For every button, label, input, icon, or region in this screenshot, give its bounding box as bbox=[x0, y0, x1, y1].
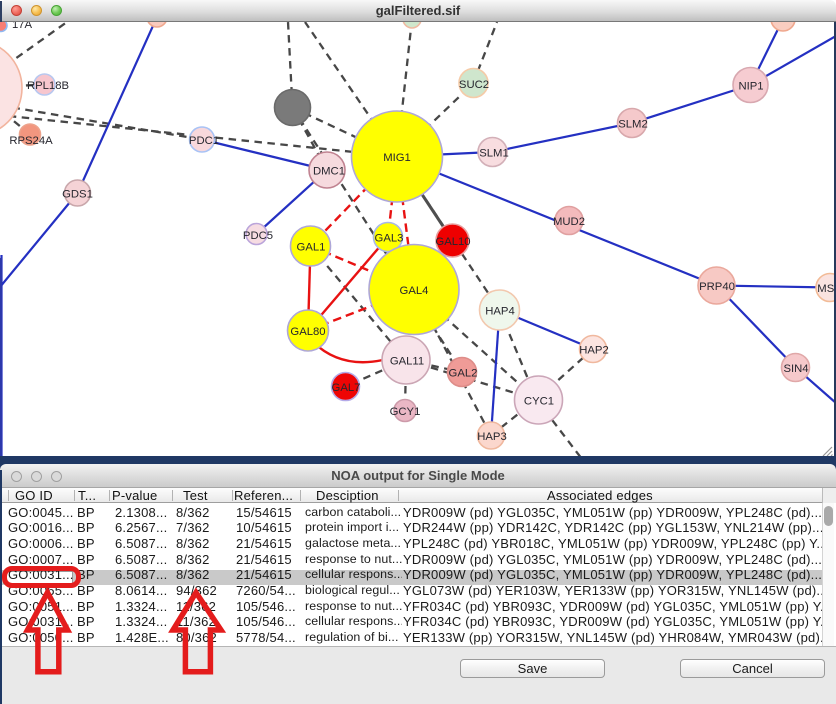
svg-text:GAL80: GAL80 bbox=[290, 326, 325, 338]
svg-text:RPL18B: RPL18B bbox=[27, 80, 69, 92]
svg-text:MUD2: MUD2 bbox=[553, 216, 585, 228]
svg-text:GCY1: GCY1 bbox=[390, 406, 421, 418]
svg-text:GAL4: GAL4 bbox=[400, 285, 429, 297]
svg-text:HAP2: HAP2 bbox=[579, 345, 609, 357]
svg-text:HAP3: HAP3 bbox=[477, 431, 507, 443]
svg-text:GDS1: GDS1 bbox=[62, 189, 93, 201]
svg-text:PDC5: PDC5 bbox=[243, 230, 273, 242]
svg-text:17A: 17A bbox=[12, 22, 33, 31]
svg-text:SLM2: SLM2 bbox=[618, 119, 648, 131]
svg-text:SLM1: SLM1 bbox=[479, 148, 509, 160]
svg-text:RPS24A: RPS24A bbox=[9, 135, 53, 147]
svg-text:GAL1: GAL1 bbox=[297, 242, 326, 254]
svg-text:CYC1: CYC1 bbox=[524, 396, 554, 408]
svg-text:SUC2: SUC2 bbox=[459, 79, 489, 91]
svg-text:NIP1: NIP1 bbox=[738, 81, 763, 93]
svg-text:MSN5: MSN5 bbox=[817, 283, 836, 295]
svg-text:DMC1: DMC1 bbox=[313, 166, 345, 178]
svg-text:PRP40: PRP40 bbox=[699, 281, 735, 293]
svg-text:GAL3: GAL3 bbox=[375, 233, 404, 245]
svg-text:GAL11: GAL11 bbox=[390, 356, 424, 368]
svg-text:HAP4: HAP4 bbox=[485, 306, 515, 318]
svg-text:SIN4: SIN4 bbox=[783, 363, 808, 375]
svg-text:MIG1: MIG1 bbox=[383, 152, 411, 164]
svg-text:GAL7: GAL7 bbox=[332, 382, 361, 394]
svg-text:GAL10: GAL10 bbox=[435, 236, 470, 248]
svg-text:PDC1: PDC1 bbox=[189, 135, 219, 147]
svg-text:GAL2: GAL2 bbox=[449, 368, 478, 380]
